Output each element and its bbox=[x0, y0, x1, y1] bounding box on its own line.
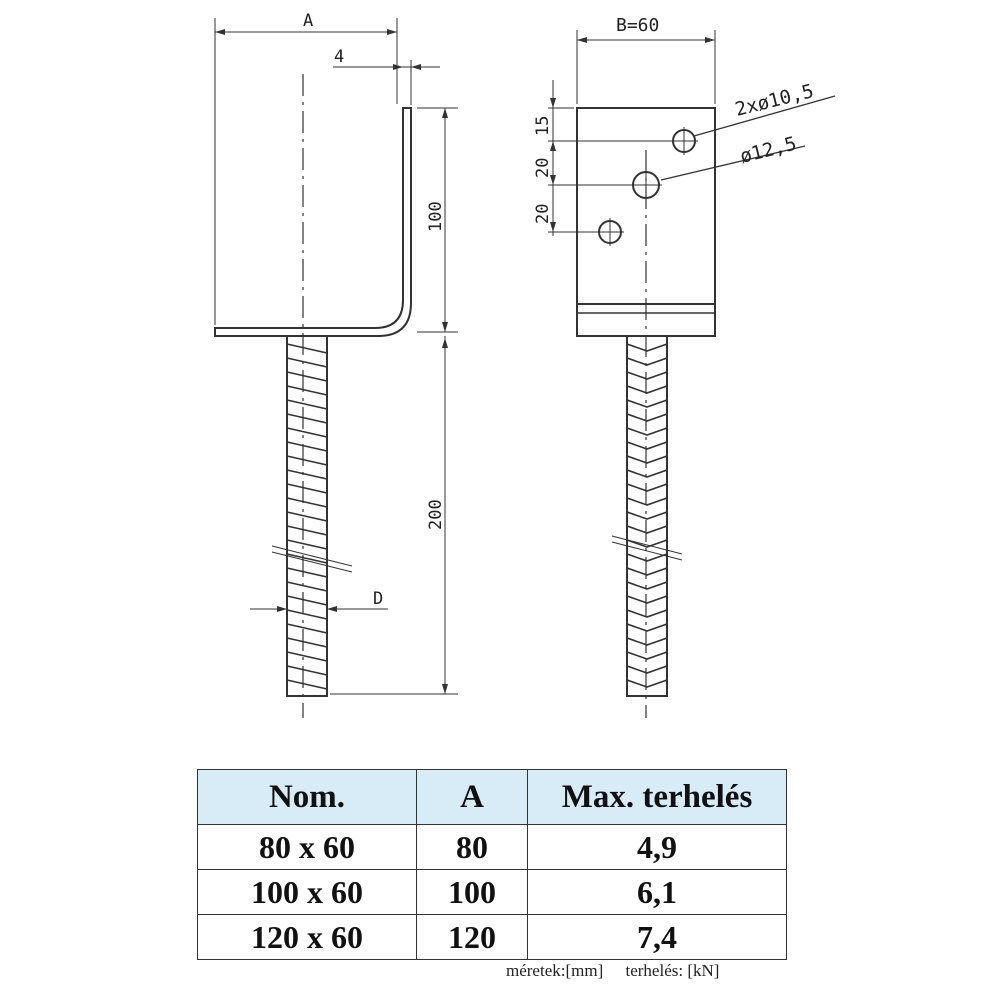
header-nom: Nom. bbox=[197, 769, 417, 825]
side-view bbox=[214, 18, 458, 718]
dim-rod-length-label: 200 bbox=[426, 499, 446, 530]
cell-a: 120 bbox=[416, 914, 528, 960]
spec-table: Nom. A Max. terhelés 80 x 60 80 4,9 100 … bbox=[197, 769, 787, 960]
table-row: 80 x 60 80 4,9 bbox=[197, 824, 787, 870]
units-dimensions: méretek:[mm] bbox=[506, 961, 604, 980]
table-header-row: Nom. A Max. terhelés bbox=[197, 769, 787, 825]
units-note: méretek:[mm] terhelés: [kN] bbox=[506, 961, 806, 981]
front-view bbox=[548, 30, 836, 718]
side-rebar bbox=[286, 335, 328, 697]
front-rebar bbox=[626, 335, 668, 697]
dim-height-label: 100 bbox=[426, 201, 446, 232]
table-row: 100 x 60 100 6,1 bbox=[197, 869, 787, 915]
dim-20-top-label: 20 bbox=[533, 158, 553, 178]
dim-20-bottom-label: 20 bbox=[533, 204, 553, 224]
table-row: 120 x 60 120 7,4 bbox=[197, 914, 787, 960]
hole-large-label: ø12,5 bbox=[738, 133, 799, 168]
cell-load: 7,4 bbox=[527, 914, 787, 960]
dim-b-label: B=60 bbox=[616, 15, 659, 36]
hole-bottom bbox=[596, 218, 624, 246]
cell-nom: 120 x 60 bbox=[197, 914, 417, 960]
hole-middle bbox=[630, 169, 662, 201]
dim-15-label: 15 bbox=[533, 116, 553, 136]
cell-load: 4,9 bbox=[527, 824, 787, 870]
dim-thickness-label: 4 bbox=[334, 47, 344, 67]
bracket-side-profile bbox=[214, 107, 412, 337]
cell-a: 80 bbox=[416, 824, 528, 870]
dim-a-label: A bbox=[303, 11, 313, 31]
header-a: A bbox=[416, 769, 528, 825]
header-max-load: Max. terhelés bbox=[527, 769, 787, 825]
cell-a: 100 bbox=[416, 869, 528, 915]
units-load: terhelés: [kN] bbox=[625, 961, 720, 980]
cell-nom: 100 x 60 bbox=[197, 869, 417, 915]
hole-top bbox=[670, 127, 698, 155]
cell-load: 6,1 bbox=[527, 869, 787, 915]
hole-small-label: 2xø10,5 bbox=[733, 80, 816, 121]
technical-drawing: A 4 100 200 D B=60 2xø10,5 ø12,5 15 20 2… bbox=[214, 11, 836, 718]
cell-nom: 80 x 60 bbox=[197, 824, 417, 870]
dim-d-label: D bbox=[373, 589, 383, 609]
